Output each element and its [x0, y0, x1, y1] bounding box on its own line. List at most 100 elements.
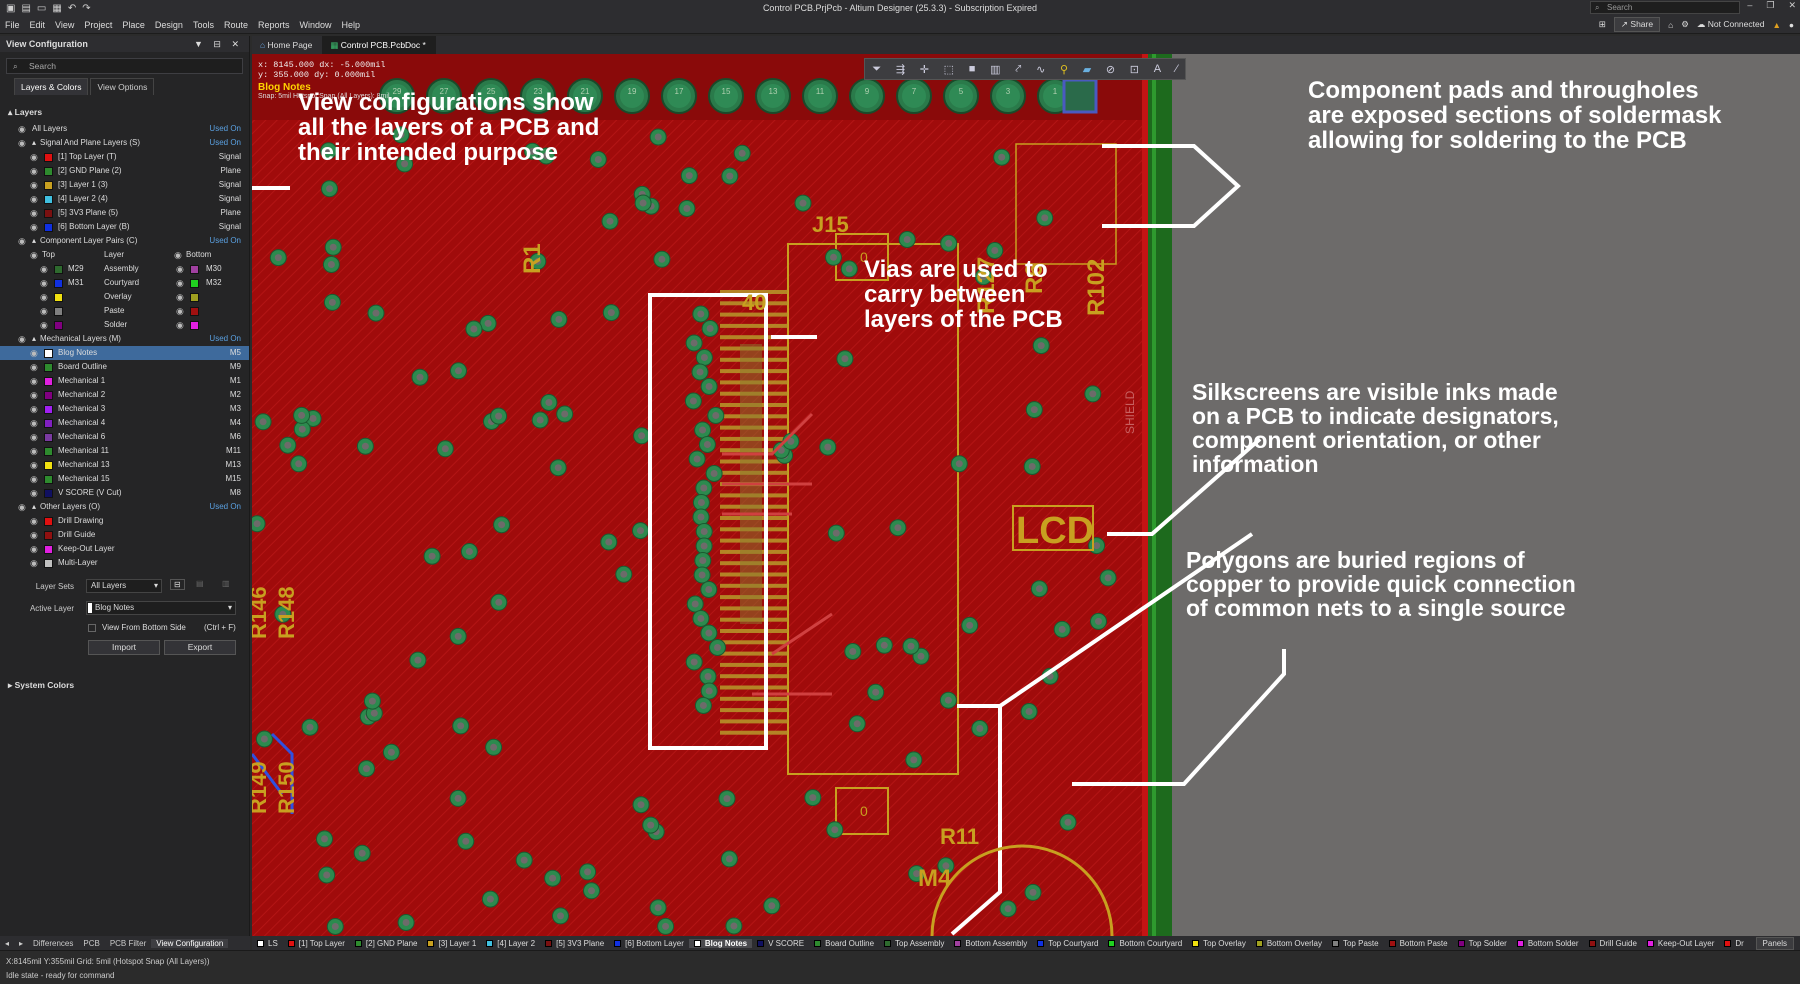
eye-icon[interactable]: ◉ — [30, 180, 38, 190]
import-button[interactable]: Import — [88, 640, 160, 655]
menu-reports[interactable]: Reports — [257, 19, 290, 30]
menu-place[interactable]: Place — [122, 19, 145, 30]
layer-tab[interactable]: Top Courtyard — [1032, 939, 1103, 948]
tab-layers-colors[interactable]: Layers & Colors — [14, 78, 89, 95]
tab-view-options[interactable]: View Options — [90, 78, 155, 95]
layer-color-swatch[interactable] — [44, 377, 53, 386]
bottom-color-swatch[interactable] — [190, 321, 199, 330]
layer-tab[interactable]: V SCORE — [752, 939, 809, 948]
layer-sets-dropdown[interactable]: All Layers▾ — [86, 579, 162, 593]
other-layer-row[interactable]: ◉Keep-Out Layer — [0, 542, 249, 556]
tab-pcb-filter[interactable]: PCB Filter — [109, 938, 147, 948]
eye-icon[interactable]: ◉ — [18, 334, 26, 344]
eye-icon[interactable]: ◉ — [30, 152, 38, 162]
layer-color-swatch[interactable] — [44, 223, 53, 232]
mech-group-row[interactable]: ◉▴Mechanical Layers (M)Used On — [0, 332, 249, 346]
select-rect-icon[interactable]: ⬚ — [943, 63, 955, 76]
layer-color-swatch[interactable] — [44, 461, 53, 470]
place-via-icon[interactable]: ⚲ — [1059, 63, 1069, 76]
chart-icon[interactable]: ▥ — [990, 63, 1001, 76]
pair-group-row[interactable]: ◉▴Component Layer Pairs (C)Used On — [0, 234, 249, 248]
layer-tab[interactable]: [4] Layer 2 — [481, 939, 540, 948]
add-icon[interactable]: ⊞ — [1598, 19, 1606, 29]
layer-color-swatch[interactable] — [44, 545, 53, 554]
layer-color-swatch[interactable] — [44, 405, 53, 414]
layer-color-swatch[interactable] — [44, 489, 53, 498]
bottom-color-swatch[interactable] — [190, 307, 199, 316]
open-icon[interactable]: ▭ — [36, 2, 47, 14]
menu-tools[interactable]: Tools — [192, 19, 214, 30]
system-colors-section[interactable]: ▸ System Colors — [8, 680, 75, 690]
layer-tab[interactable]: Drill Guide — [1584, 939, 1642, 948]
eye-icon[interactable]: ◉ — [18, 236, 26, 246]
bottom-color-swatch[interactable] — [190, 279, 199, 288]
close-icon[interactable]: ✕ — [1788, 0, 1796, 10]
layer-color-swatch[interactable] — [44, 447, 53, 456]
layer-color-swatch[interactable] — [44, 181, 53, 190]
top-color-swatch[interactable] — [54, 307, 63, 316]
panel-search-input[interactable]: ⌕Search — [6, 58, 243, 74]
component-icon[interactable]: ⊡ — [1129, 63, 1140, 76]
tab-pcb-document[interactable]: ▦ Control PCB.PcbDoc * — [322, 36, 436, 54]
filter-icon[interactable]: ⏷ — [872, 62, 882, 75]
layer-color-swatch[interactable] — [44, 209, 53, 218]
layer-color-swatch[interactable] — [44, 475, 53, 484]
active-layer-dropdown[interactable]: Blog Notes▾ — [86, 601, 236, 615]
save-all-icon[interactable]: ▤ — [21, 2, 31, 14]
layer-tab[interactable]: Keep-Out Layer — [1642, 939, 1719, 948]
layer-tab[interactable]: Top Solder — [1453, 939, 1512, 948]
bottom-color-swatch[interactable] — [190, 293, 199, 302]
signal-layer-row[interactable]: ◉[3] Layer 1 (3)Signal — [0, 178, 249, 192]
menu-window[interactable]: Window — [299, 19, 332, 30]
eye-icon[interactable]: ◉ — [30, 488, 38, 498]
eye-icon[interactable]: ◉ — [30, 166, 38, 176]
eye-icon[interactable]: ◉ — [40, 292, 48, 302]
redo-icon[interactable]: ↷ — [82, 2, 91, 14]
layer-color-swatch[interactable] — [44, 559, 53, 568]
other-group-row[interactable]: ◉▴Other Layers (O)Used On — [0, 500, 249, 514]
layers-section-header[interactable]: ▴ Layers — [8, 107, 43, 117]
eye-icon[interactable]: ◉ — [30, 404, 38, 414]
layer-color-swatch[interactable] — [44, 195, 53, 204]
layer-color-swatch[interactable] — [44, 517, 53, 526]
eye-icon[interactable]: ◉ — [174, 250, 182, 260]
eye-icon[interactable]: ◉ — [30, 418, 38, 428]
global-search-input[interactable]: ⌕Search — [1590, 1, 1740, 14]
eye-icon[interactable]: ◉ — [30, 446, 38, 456]
top-color-swatch[interactable] — [54, 265, 63, 274]
layer-tab[interactable]: [2] GND Plane — [350, 939, 423, 948]
layer-tab[interactable]: [5] 3V3 Plane — [540, 939, 609, 948]
layer-tab[interactable]: [6] Bottom Layer — [609, 939, 689, 948]
eye-icon[interactable]: ◉ — [176, 278, 184, 288]
layer-tab[interactable]: [3] Layer 1 — [422, 939, 481, 948]
tab-home-page[interactable]: ⌂ Home Page — [252, 36, 322, 54]
layer-tab[interactable]: Top Assembly — [879, 939, 949, 948]
eye-icon[interactable]: ◉ — [176, 320, 184, 330]
other-layer-row[interactable]: ◉Drill Drawing — [0, 514, 249, 528]
tab-differences[interactable]: Differences — [33, 938, 74, 948]
layer-color-swatch[interactable] — [44, 349, 53, 358]
eye-icon[interactable]: ◉ — [30, 558, 38, 568]
layer-tab[interactable]: Bottom Courtyard — [1103, 939, 1187, 948]
restore-icon[interactable]: ❐ — [1766, 0, 1775, 10]
layer-tab[interactable]: Bottom Assembly — [949, 939, 1032, 948]
layer-tab[interactable]: Bottom Solder — [1512, 939, 1584, 948]
signal-layer-row[interactable]: ◉[6] Bottom Layer (B)Signal — [0, 220, 249, 234]
signal-layer-row[interactable]: ◉[1] Top Layer (T)Signal — [0, 150, 249, 164]
menu-route[interactable]: Route — [223, 19, 248, 30]
move-icon[interactable]: ✛ — [919, 63, 929, 76]
nav-right-icon[interactable]: ▸ — [19, 938, 24, 948]
eye-icon[interactable]: ◉ — [40, 306, 48, 316]
top-color-swatch[interactable] — [54, 321, 63, 330]
eye-icon[interactable]: ◉ — [30, 348, 38, 358]
